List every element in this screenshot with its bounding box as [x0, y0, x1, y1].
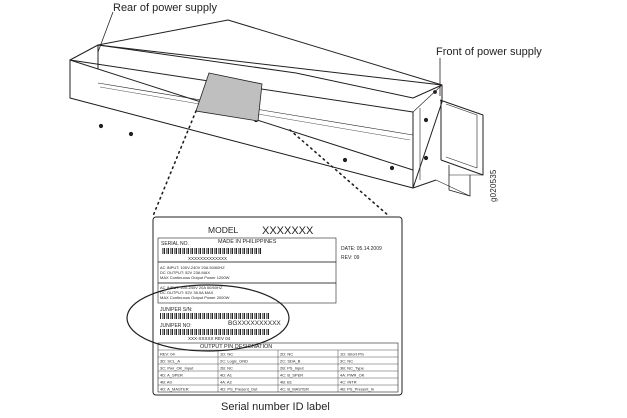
pin-cell: 2B: NC	[220, 366, 233, 371]
juniper-no-key: JUNIPER NO:	[160, 323, 192, 329]
spec-1-line-1: AC INPUT: 100V-240V 20A 50/60HZ	[160, 265, 225, 270]
serial-barcode	[161, 248, 261, 254]
pin-cell: REV: 04	[160, 352, 176, 357]
pin-cell: 4D: A_MASTER	[160, 387, 189, 392]
juniper-sn-barcode	[160, 313, 270, 319]
part-line: XXX-XXXXX REV 04	[188, 336, 231, 341]
juniper-sn-key: JUNIPER S/N:	[160, 307, 193, 313]
caption: Serial number ID label	[221, 401, 330, 413]
pin-cell: 3B: NC_Type	[340, 366, 365, 371]
label-area	[195, 72, 263, 122]
output-pin-header: OUTPUT PIN DESIGNATION	[200, 344, 272, 350]
rev-text: REV: 09	[341, 255, 360, 261]
rear-leader-line	[97, 11, 114, 53]
pin-cell: 4B: B1	[280, 380, 293, 385]
pin-cell: 4C: INTR	[340, 380, 357, 385]
pin-cell: 3D: SCL_A	[160, 359, 180, 364]
pin-cell: 2C: Logic_GND	[220, 359, 248, 364]
pin-cell: 4D: PS_Present_Out	[220, 387, 258, 392]
pin-cell: 4A: PWR_OK	[340, 373, 365, 378]
pin-cell: 4A: A2	[220, 380, 233, 385]
serial-value: XXXXXXXXXXXXX	[188, 256, 227, 261]
spec-2-line-1: AC INPUT: 200-240V 20A 50/60HZ	[160, 285, 223, 290]
serial-key: SERIAL NO.	[161, 241, 189, 247]
made-in-text: MADE IN PHILIPPINES	[218, 239, 277, 245]
figure-id: g020535	[489, 169, 498, 202]
juniper-no-barcode	[160, 329, 270, 335]
pin-table-cells: REV: 04 1D: NC 2D: NC 1D: Short Pin 3D: SCL_…	[160, 352, 374, 392]
spec-2-line-3: MAX Continuous Output Power 2000W	[160, 295, 230, 300]
pin-cell: 4B: PS_Present_In	[340, 387, 374, 392]
pin-cell: 3C: NC	[340, 359, 353, 364]
pin-cell: 2C: SDA_B	[280, 359, 301, 364]
pin-cell: 2B: PS_Input	[280, 366, 304, 371]
pin-cell: 4D: A1	[220, 373, 233, 378]
pin-cell: 4B: A0	[160, 380, 173, 385]
pin-table-grid	[158, 349, 398, 392]
pin-cell: 1D: NC	[220, 352, 233, 357]
rear-callout: Rear of power supply	[113, 2, 217, 14]
spec-1-line-3: MAX Continuous Output Power 1200W	[160, 275, 230, 280]
projection-line-left	[152, 110, 197, 217]
front-callout: Front of power supply	[436, 46, 542, 58]
serial-id-label: MODEL XXXXXXX MADE IN PHILIPPINES SERIAL…	[152, 216, 403, 396]
spec-2-line-2: DC OUTPUT: 52V 38.5A MAX	[160, 290, 214, 295]
highlight-ellipse	[126, 284, 290, 352]
juniper-sn-value: BGXXXXXXXXXX	[228, 320, 281, 327]
pin-cell: 4C: B_MASTER	[280, 387, 309, 392]
spec-1-line-2: DC OUTPUT: 52V 23A MAX	[160, 270, 210, 275]
pin-cell: 2D: NC	[280, 352, 293, 357]
model-value: XXXXXXX	[262, 225, 314, 237]
pin-cell: 3C: Pwr_OK_Input	[160, 366, 194, 371]
power-supply-illustration	[69, 19, 484, 197]
projection-line-right	[289, 129, 390, 217]
pin-cell: 1D: Short Pin	[340, 352, 364, 357]
date-text: DATE: 05.14.2009	[341, 246, 382, 252]
pin-cell: 4C: B_SPER	[280, 373, 303, 378]
pin-cell: 4D: A_SPER	[160, 373, 183, 378]
model-key: MODEL	[208, 225, 239, 235]
